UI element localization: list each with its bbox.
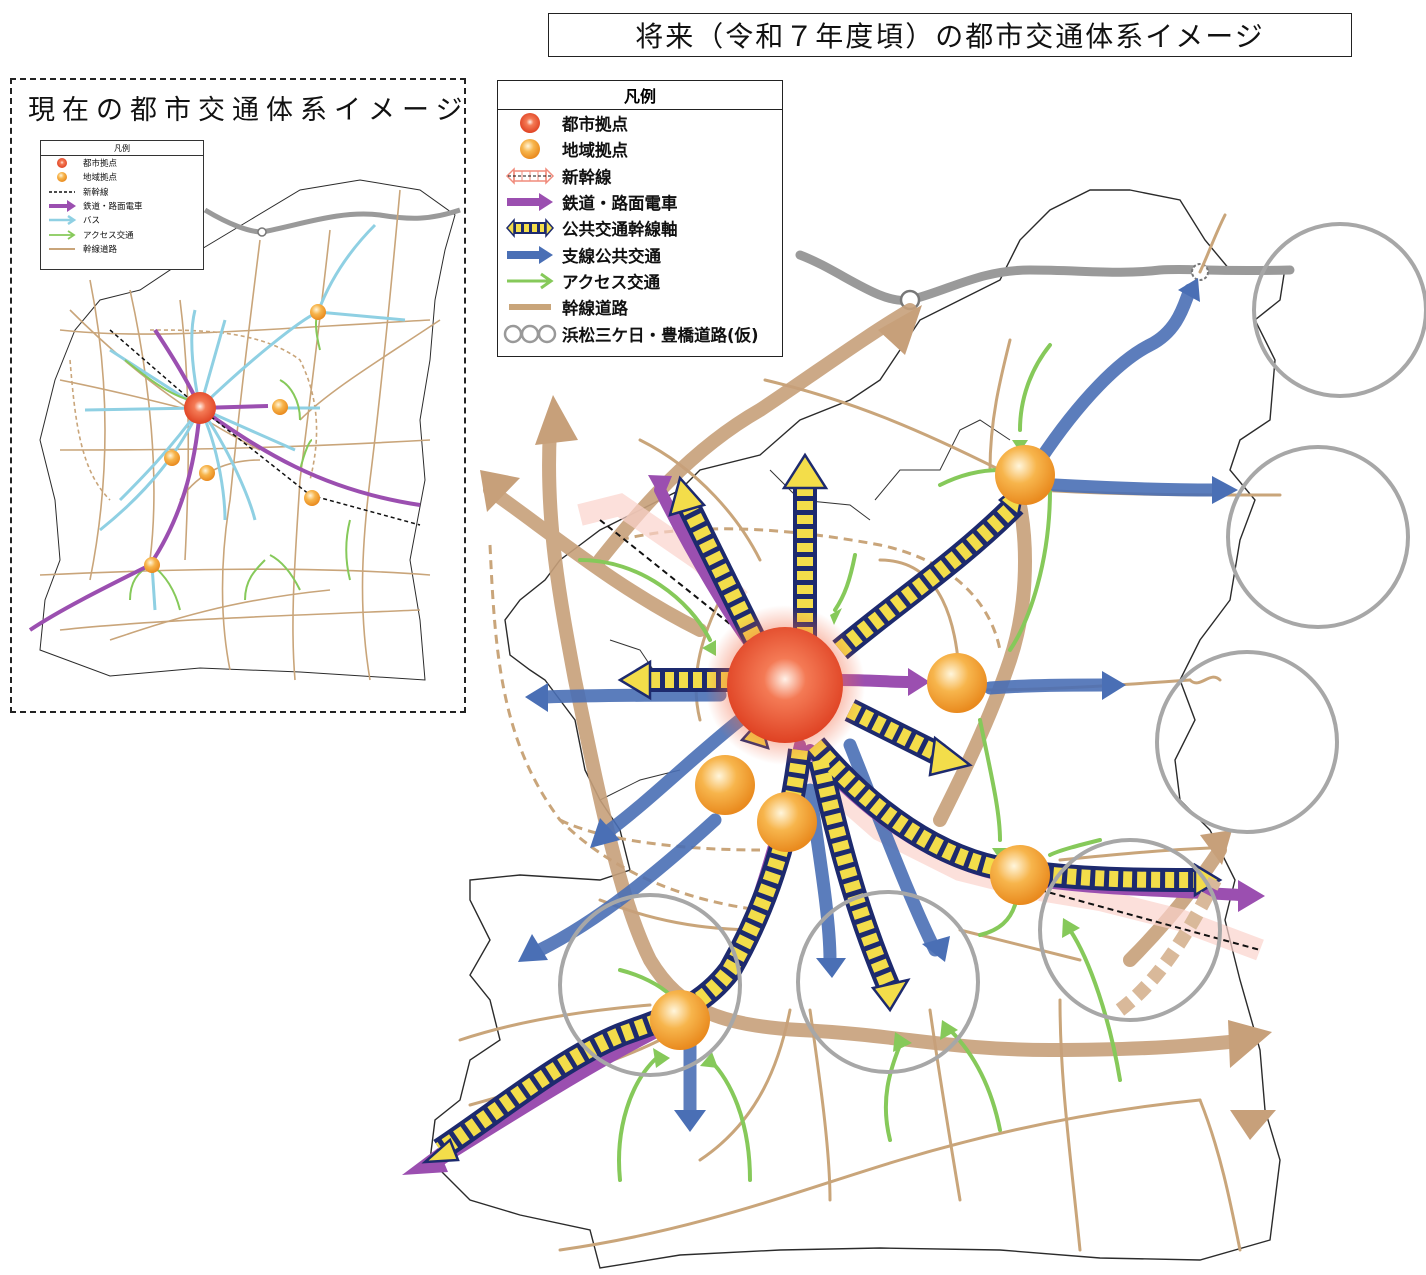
current-regional-hubs bbox=[144, 304, 326, 573]
current-legend: 凡例 都市拠点 地域拠点 新幹線 鉄道・路面電車 バス アクセス交通 幹線道路 bbox=[40, 140, 204, 270]
expressway-circles-icon bbox=[498, 321, 562, 347]
legend-title: 凡例 bbox=[41, 141, 203, 156]
legend-label: 幹線道路 bbox=[83, 244, 118, 255]
legend-label: 地域拠点 bbox=[562, 141, 628, 161]
current-roads-dashed bbox=[69, 329, 318, 501]
current-regional-hub bbox=[199, 465, 215, 481]
legend-label: 公共交通幹線軸 bbox=[562, 220, 678, 240]
current-bus-lines bbox=[84, 223, 406, 611]
legend-item: 地域拠点 bbox=[498, 136, 782, 162]
legend-label: アクセス交通 bbox=[83, 230, 134, 241]
regional-hub bbox=[695, 755, 755, 815]
current-map-title: 現在の都市交通体系イメージ bbox=[28, 95, 470, 126]
current-regional-hub bbox=[304, 490, 320, 506]
future-legend: 凡例 都市拠点 地域拠点 新幹線 鉄道・路面電車 公共交通幹線軸 支線公共交通 … bbox=[497, 80, 783, 357]
legend-item: 地域拠点 bbox=[41, 170, 203, 184]
branch-transit-arrow-icon bbox=[498, 242, 562, 268]
legend-label: 地域拠点 bbox=[83, 173, 118, 184]
legend-item: バス bbox=[41, 213, 203, 227]
trunk-transit-axis-icon bbox=[498, 215, 562, 241]
branch-transit-arrowheads bbox=[518, 278, 1238, 1132]
expressway-circle bbox=[1226, 445, 1410, 629]
current-expressway bbox=[203, 207, 461, 235]
regional-hub bbox=[927, 653, 987, 713]
regional-hub bbox=[990, 845, 1050, 905]
regional-hub-icon bbox=[41, 171, 83, 184]
legend-item: 幹線道路 bbox=[498, 294, 782, 320]
urban-hub bbox=[727, 627, 843, 743]
expressway-circles bbox=[558, 222, 1426, 1077]
legend-label: 幹線道路 bbox=[562, 299, 628, 319]
legend-item: 鉄道・路面電車 bbox=[498, 189, 782, 215]
legend-label: 鉄道・路面電車 bbox=[83, 202, 143, 213]
planned-roads bbox=[488, 527, 1002, 912]
access-arrow-icon bbox=[41, 228, 83, 241]
legend-label: アクセス交通 bbox=[562, 272, 661, 292]
legend-label: 浜松三ケ日・豊橋道路(仮) bbox=[562, 325, 759, 345]
legend-item: アクセス交通 bbox=[41, 227, 203, 241]
legend-item: 都市拠点 bbox=[41, 156, 203, 170]
road-arrowheads bbox=[480, 305, 1276, 1140]
legend-item: 支線公共交通 bbox=[498, 241, 782, 267]
legend-item: 鉄道・路面電車 bbox=[41, 199, 203, 213]
current-expressway-junction bbox=[257, 227, 267, 237]
legend-item: 新幹線 bbox=[41, 185, 203, 199]
regional-hub bbox=[995, 445, 1055, 505]
railway-arrow-icon bbox=[41, 200, 83, 213]
legend-item: 浜松三ケ日・豊橋道路(仮) bbox=[498, 320, 782, 346]
regional-hubs bbox=[650, 445, 1055, 1050]
bus-arrow-icon bbox=[41, 214, 83, 227]
regional-hub-icon bbox=[498, 136, 562, 162]
current-map-frame bbox=[10, 78, 466, 713]
trunk-transit-axes bbox=[433, 485, 1201, 1160]
arterial-road-icon bbox=[41, 242, 83, 255]
legend-title: 凡例 bbox=[498, 81, 782, 110]
legend-label: 都市拠点 bbox=[83, 159, 118, 170]
expressway-circle bbox=[1252, 222, 1426, 398]
current-regional-hub bbox=[164, 450, 180, 466]
current-roads bbox=[39, 189, 441, 681]
legend-item: アクセス交通 bbox=[498, 268, 782, 294]
legend-item: 公共交通幹線軸 bbox=[498, 215, 782, 241]
legend-label: バス bbox=[83, 216, 101, 227]
shinkansen-line-icon bbox=[498, 163, 562, 189]
expressway bbox=[795, 250, 1295, 305]
legend-item: 都市拠点 bbox=[498, 110, 782, 136]
access-arrow-icon bbox=[498, 268, 562, 294]
urban-hub-icon bbox=[41, 157, 83, 170]
future-map-title: 将来（令和７年度頃）の都市交通体系イメージ bbox=[548, 13, 1352, 57]
legend-label: 支線公共交通 bbox=[562, 246, 661, 266]
legend-label: 新幹線 bbox=[83, 187, 109, 198]
legend-item: 新幹線 bbox=[498, 163, 782, 189]
current-regional-hub bbox=[272, 399, 288, 415]
current-map bbox=[28, 179, 461, 681]
urban-hub-icon bbox=[498, 110, 562, 136]
arterial-road-icon bbox=[498, 294, 562, 320]
current-regional-hub bbox=[144, 557, 160, 573]
expressway-circle bbox=[1038, 838, 1222, 1022]
current-regional-hub bbox=[310, 304, 326, 320]
future-road-arrow bbox=[1115, 876, 1222, 1016]
current-urban-hub bbox=[184, 392, 216, 424]
legend-label: 都市拠点 bbox=[562, 115, 628, 135]
expressway-circle bbox=[558, 893, 742, 1077]
legend-label: 鉄道・路面電車 bbox=[562, 194, 678, 214]
legend-label: 新幹線 bbox=[562, 167, 612, 187]
expressway-circle bbox=[1155, 650, 1339, 834]
current-city-boundary bbox=[39, 179, 456, 681]
regional-hub bbox=[650, 990, 710, 1050]
current-access-arrows bbox=[124, 311, 351, 611]
expressway-circle bbox=[796, 890, 980, 1074]
future-map bbox=[402, 189, 1426, 1269]
regional-hub bbox=[757, 792, 817, 852]
legend-item: 幹線道路 bbox=[41, 242, 203, 256]
railway-arrow-icon bbox=[498, 189, 562, 215]
current-shinkansen bbox=[109, 329, 421, 526]
shinkansen-line-icon bbox=[41, 185, 83, 198]
